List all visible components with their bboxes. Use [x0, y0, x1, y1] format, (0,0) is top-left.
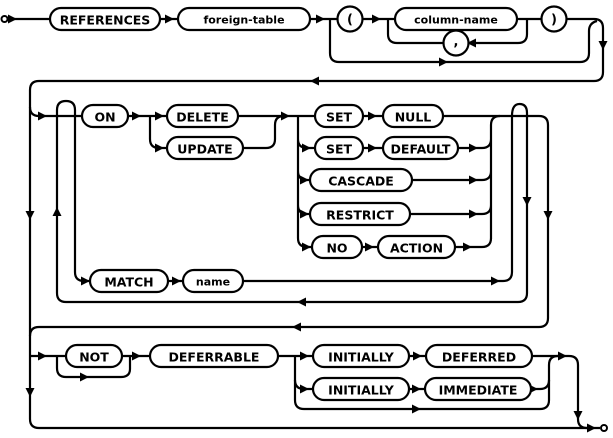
node-no: NO — [310, 234, 364, 260]
node-update: UPDATE — [165, 135, 245, 161]
node-cascade: CASCADE — [308, 167, 414, 193]
node-label: foreign-table — [203, 14, 284, 27]
node-not: NOT — [64, 343, 124, 369]
actions-branch-track — [296, 116, 315, 249]
initially-bypass-track — [293, 354, 559, 411]
node-shape — [313, 135, 365, 161]
actions-merge-track — [410, 114, 501, 249]
node-label: NOT — [79, 350, 109, 365]
node-initially-deferred-initially: INITIALLY — [311, 343, 411, 369]
node-shape — [308, 201, 412, 227]
node-comma: , — [442, 29, 470, 57]
node-shape — [313, 103, 365, 129]
start-terminal-icon — [0, 15, 9, 23]
node-label: name — [196, 276, 230, 289]
right-arrowheads — [8, 14, 596, 433]
node-column-name: column-name — [393, 6, 519, 32]
node-label: INITIALLY — [328, 383, 395, 398]
node-label: column-name — [414, 14, 498, 27]
node-shape — [381, 103, 445, 129]
loop-exit-track — [28, 114, 550, 337]
node-shape — [311, 343, 411, 369]
node-label: UPDATE — [177, 142, 232, 157]
delete-update-branch-track — [148, 116, 167, 150]
node-label: NO — [326, 241, 347, 256]
node-initially-immediate-initially: INITIALLY — [311, 376, 411, 402]
node-on: ON — [80, 103, 130, 129]
node-label: INITIALLY — [328, 350, 395, 365]
nodes: REFERENCES foreign-table ( column-name ,… — [48, 5, 568, 402]
paren-group-bypass-track — [328, 19, 598, 64]
node-shape — [88, 268, 170, 294]
up-arrowheads — [52, 207, 62, 216]
node-label: CASCADE — [328, 174, 394, 189]
node-shape — [540, 5, 568, 33]
node-label: NULL — [395, 110, 432, 125]
arrowheads — [8, 14, 608, 433]
node-label: REFERENCES — [60, 13, 151, 28]
node-left-paren: ( — [336, 5, 364, 33]
initially-branch-track — [293, 356, 313, 391]
node-set-default-set: SET — [313, 135, 365, 161]
node-delete: DELETE — [165, 103, 240, 129]
node-shape — [311, 376, 411, 402]
node-shape — [308, 167, 414, 193]
node-shape — [176, 6, 312, 32]
node-label: SET — [326, 142, 353, 157]
node-shape — [381, 135, 460, 161]
node-label: SET — [326, 110, 353, 125]
node-name: name — [181, 268, 245, 294]
node-label: DEFERRABLE — [169, 350, 260, 365]
node-shape — [181, 268, 245, 294]
node-shape — [310, 234, 364, 260]
immediate-exit-track — [531, 379, 551, 391]
end-terminal-icon — [600, 424, 608, 432]
node-label: MATCH — [104, 275, 153, 290]
update-merge-track — [243, 114, 285, 150]
node-shape — [442, 29, 470, 57]
node-shape — [376, 234, 457, 260]
node-immediate: IMMEDIATE — [423, 376, 533, 402]
node-shape — [165, 103, 240, 129]
node-label: ( — [347, 13, 353, 28]
node-action: ACTION — [376, 234, 457, 260]
node-match: MATCH — [88, 268, 170, 294]
node-label: ) — [551, 13, 557, 28]
node-shape — [336, 5, 364, 33]
loop-back-track — [55, 99, 529, 304]
node-shape — [165, 135, 245, 161]
node-foreign-table: foreign-table — [176, 6, 312, 32]
node-restrict: RESTRICT — [308, 201, 412, 227]
node-shape — [148, 343, 280, 369]
node-set-null-set: SET — [313, 103, 365, 129]
node-shape — [64, 343, 124, 369]
node-null: NULL — [381, 103, 445, 129]
node-deferrable: DEFERRABLE — [148, 343, 280, 369]
node-shape — [80, 103, 130, 129]
node-right-paren: ) — [540, 5, 568, 33]
node-default: DEFAULT — [381, 135, 460, 161]
node-shape — [423, 376, 533, 402]
node-label: RESTRICT — [326, 208, 394, 223]
node-label: DEFERRED — [442, 350, 516, 365]
node-label: , — [454, 35, 459, 50]
node-references: REFERENCES — [48, 6, 162, 32]
node-label: ACTION — [390, 241, 443, 256]
node-label: DELETE — [176, 110, 228, 125]
deferred-exit-track — [532, 354, 588, 430]
node-label: ON — [94, 110, 115, 125]
node-label: IMMEDIATE — [439, 383, 518, 398]
not-bypass-track — [55, 356, 132, 379]
node-deferred: DEFERRED — [424, 343, 534, 369]
node-label: DEFAULT — [391, 142, 451, 157]
node-shape — [48, 6, 162, 32]
node-shape — [424, 343, 534, 369]
